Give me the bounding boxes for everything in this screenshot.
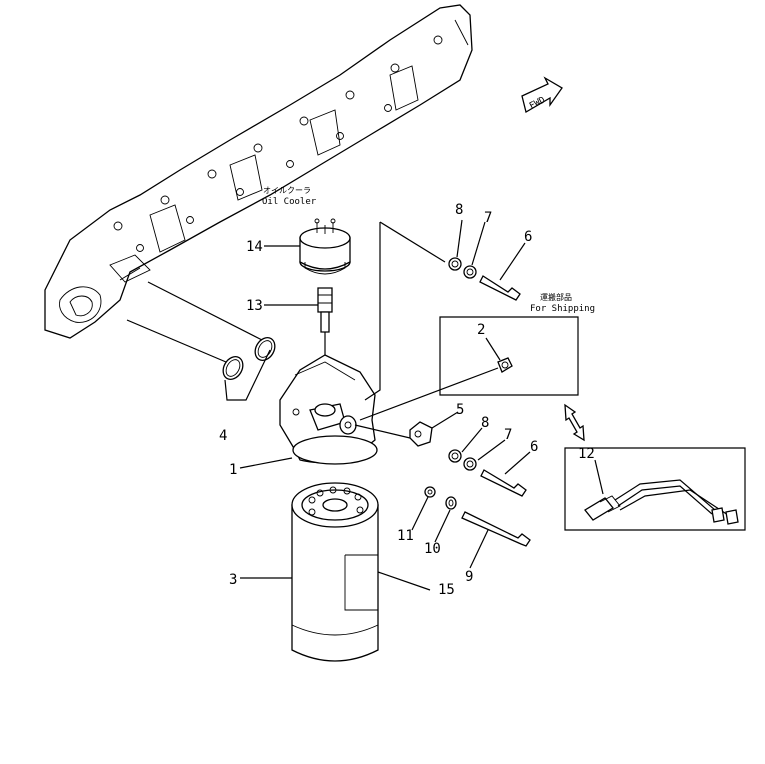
oil-cooler bbox=[44, 4, 473, 339]
callout-10: 10 bbox=[424, 541, 441, 557]
callout-15: 15 bbox=[438, 582, 455, 598]
callout-11: 11 bbox=[397, 528, 414, 544]
filter-head bbox=[279, 354, 378, 465]
oil-cooler-label-jp: オイルクーラ bbox=[263, 186, 311, 195]
callout-2: 2 bbox=[477, 322, 485, 338]
shipping-label-en: For Shipping bbox=[530, 304, 595, 314]
double-arrow-icon bbox=[564, 403, 585, 442]
callout-1: 1 bbox=[229, 462, 237, 478]
callout-14: 14 bbox=[246, 239, 263, 255]
callout-13: 13 bbox=[246, 298, 263, 314]
callout-7-lower: 7 bbox=[504, 427, 512, 443]
oil-filter bbox=[291, 482, 379, 662]
adapter-fitting bbox=[317, 287, 333, 400]
callout-7-upper: 7 bbox=[484, 210, 492, 226]
mid-bolt-group bbox=[354, 421, 527, 497]
callout-3: 3 bbox=[229, 572, 237, 588]
lower-bolt-group bbox=[424, 486, 531, 547]
callout-4: 4 bbox=[219, 428, 227, 444]
sensor-wire-inset bbox=[564, 447, 746, 531]
oil-sensor bbox=[299, 218, 351, 275]
callout-6-lower: 6 bbox=[530, 439, 538, 455]
callout-8-upper: 8 bbox=[455, 202, 463, 218]
leader-lines bbox=[239, 219, 604, 591]
o-rings bbox=[126, 281, 276, 401]
fwd-arrow-icon: FWD bbox=[521, 76, 563, 113]
callout-6-upper: 6 bbox=[524, 229, 532, 245]
callout-5: 5 bbox=[456, 402, 464, 418]
plug-box bbox=[359, 316, 579, 421]
callout-9: 9 bbox=[465, 569, 473, 585]
upper-bolt-group bbox=[364, 221, 521, 401]
shipping-label-jp: 運搬部品 bbox=[540, 292, 572, 302]
oil-cooler-label-en: Oil Cooler bbox=[262, 197, 317, 207]
callout-12: 12 bbox=[578, 446, 595, 462]
callout-labels: 1 2 3 4 5 6 6 7 7 8 8 9 10 11 12 13 14 1… bbox=[219, 202, 595, 598]
callout-8-lower: 8 bbox=[481, 415, 489, 431]
